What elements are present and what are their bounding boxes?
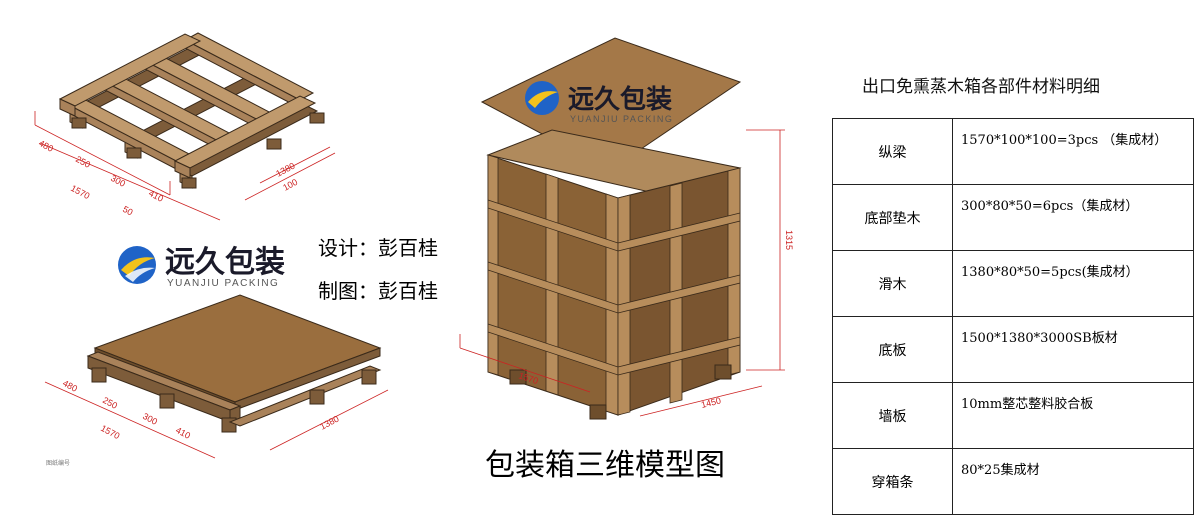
crate-drawing: 远久包装 YUANJIU PACKING 1570 1450 1315 xyxy=(459,37,794,420)
table-row: 滑木 1380*80*50=5pcs(集成材） xyxy=(832,250,1194,317)
dim-label: 480 xyxy=(37,138,55,154)
crate-logo-subtext: YUANJIU PACKING xyxy=(570,114,673,124)
table-row: 底板 1500*1380*3000SB板材 xyxy=(832,316,1194,383)
part-name: 纵梁 xyxy=(832,118,953,185)
crate-logo-text: 远久包装 xyxy=(568,84,672,115)
part-spec: 1500*1380*3000SB板材 xyxy=(952,316,1194,383)
table-row: 纵梁 1570*100*100=3pcs （集成材） xyxy=(832,118,1194,185)
table-row: 墙板 10mm整芯整料胶合板 xyxy=(832,382,1194,449)
logo-text: 远久包装 xyxy=(165,245,285,280)
pallet-deck-boards xyxy=(63,32,315,172)
part-name: 穿箱条 xyxy=(832,448,953,515)
dim-label: 1570 xyxy=(99,423,121,441)
dim-label: 1570 xyxy=(69,183,91,201)
company-logo-left: 远久包装 YUANJIU PACKING xyxy=(118,245,285,289)
part-name: 滑木 xyxy=(832,250,953,317)
pallet-feet xyxy=(71,112,325,189)
dim-label: 300 xyxy=(141,411,159,427)
dim-label: 410 xyxy=(147,188,165,204)
main-title: 包装箱三维模型图 xyxy=(485,448,725,483)
part-spec: 1380*80*50=5pcs(集成材） xyxy=(952,250,1194,317)
dim-label: 1380 xyxy=(274,161,296,179)
material-table: 纵梁 1570*100*100=3pcs （集成材） 底部垫木 300*80*5… xyxy=(832,118,1194,515)
part-spec: 10mm整芯整料胶合板 xyxy=(952,382,1194,449)
pallet-board-drawing: 480 250 300 410 1570 1380 xyxy=(44,294,389,459)
part-spec: 300*80*50=6pcs（集成材） xyxy=(952,184,1194,251)
crate-battens xyxy=(487,154,741,416)
table-row: 穿箱条 80*25集成材 xyxy=(832,448,1194,515)
drawing-number-label: 图纸编号 xyxy=(46,461,71,467)
dim-label: 250 xyxy=(74,154,92,170)
designer-credit: 设计：彭百桂 xyxy=(318,236,438,260)
base-runners xyxy=(86,351,382,433)
drafter-credit: 制图：彭百桂 xyxy=(318,279,438,303)
dim-label: 300 xyxy=(109,173,127,189)
table-title: 出口免熏蒸木箱各部件材料明细 xyxy=(862,77,1100,97)
part-name: 底板 xyxy=(832,316,953,383)
logo-subtext: YUANJIU PACKING xyxy=(167,278,279,289)
logo-swirl-icon xyxy=(118,246,156,284)
pallet-frame-drawing: 480 250 300 410 1570 1380 100 50 xyxy=(34,32,336,221)
dim-label: 1450 xyxy=(700,395,722,410)
dim-label: 1315 xyxy=(784,230,794,250)
dim-label: 410 xyxy=(174,425,192,441)
table-row: 底部垫木 300*80*50=6pcs（集成材） xyxy=(832,184,1194,251)
part-spec: 80*25集成材 xyxy=(952,448,1194,515)
part-name: 墙板 xyxy=(832,382,953,449)
part-spec: 1570*100*100=3pcs （集成材） xyxy=(952,118,1194,185)
dim-label: 480 xyxy=(61,378,79,394)
part-name: 底部垫木 xyxy=(832,184,953,251)
crate-logo: 远久包装 YUANJIU PACKING xyxy=(525,81,673,124)
dim-label: 1380 xyxy=(318,414,340,432)
dim-label: 50 xyxy=(121,204,135,218)
